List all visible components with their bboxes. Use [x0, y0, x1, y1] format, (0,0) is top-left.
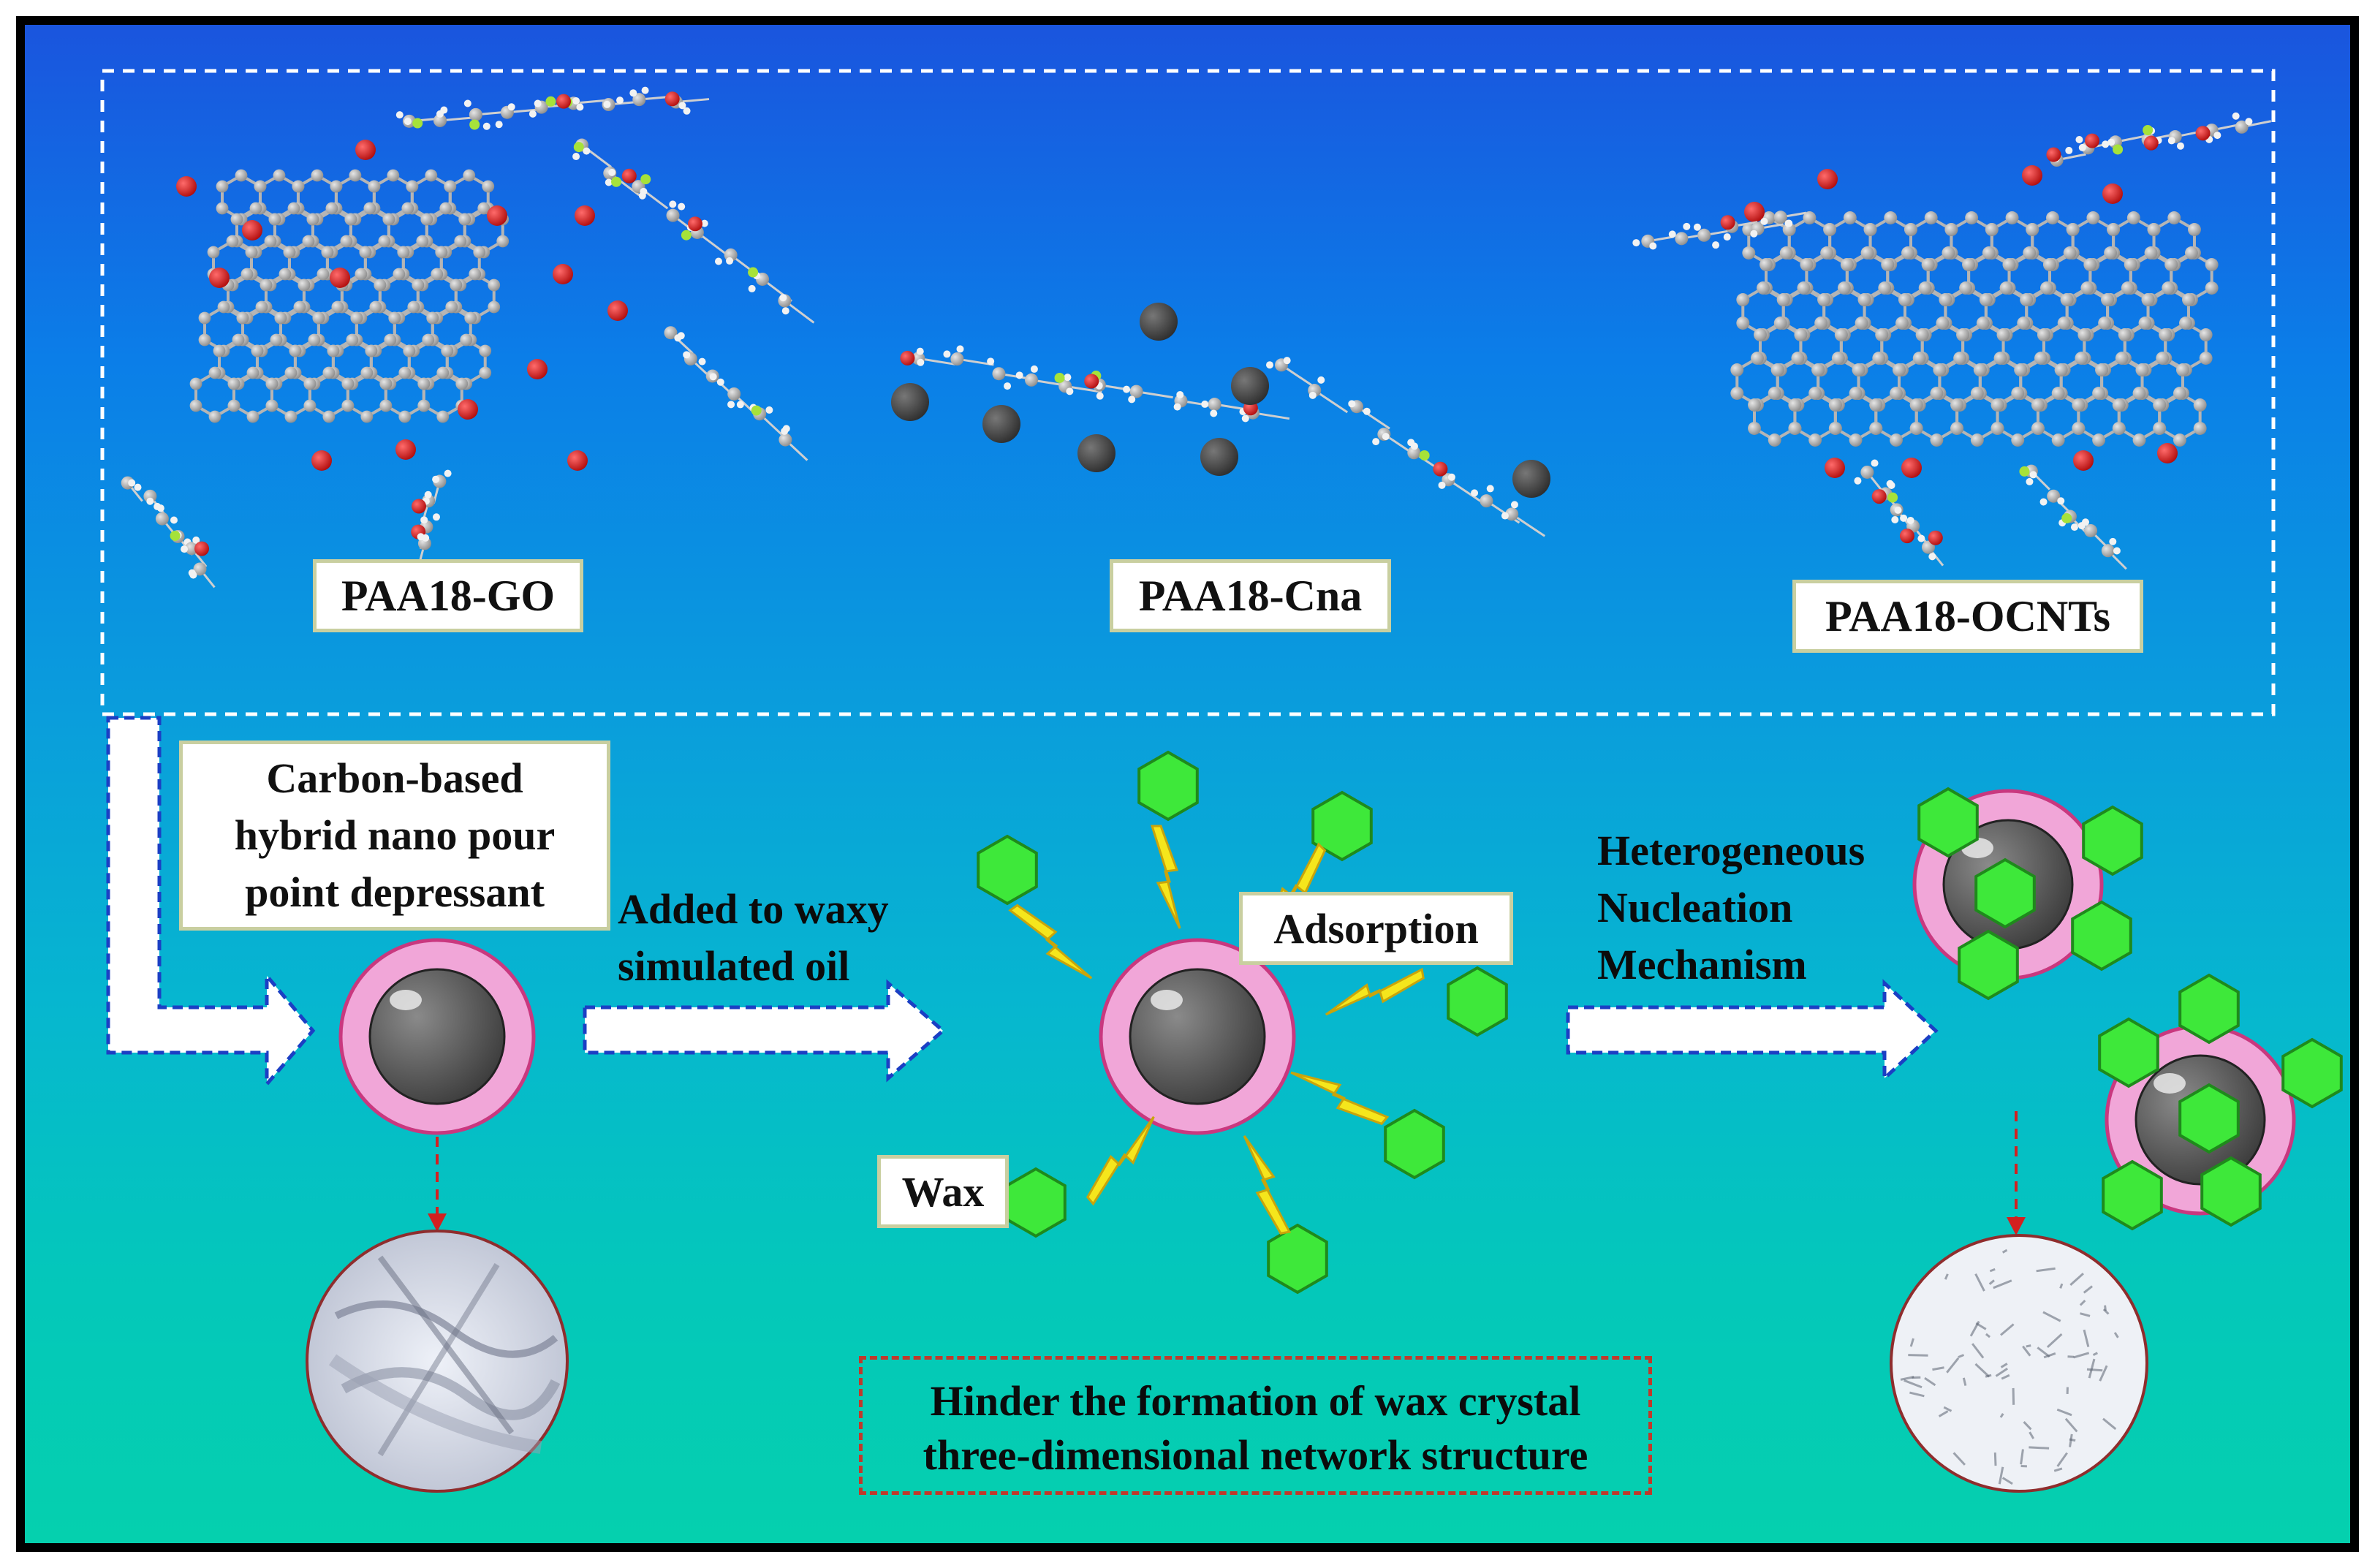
- bolt-1: [1150, 825, 1181, 929]
- connector-arrow: [106, 716, 316, 1089]
- conclusion-line2: three-dimensional network structure: [923, 1431, 1588, 1479]
- wax-hexagon-4: [1447, 966, 1508, 1037]
- mechanism-line1: Heterogeneous: [1597, 827, 1865, 874]
- attached-hexagon-10: [2102, 1159, 2163, 1231]
- wax-hexagon-5: [1384, 1108, 1445, 1180]
- label-depressant-line1: Carbon-based: [266, 754, 523, 802]
- attached-hexagon-7: [2098, 1017, 2159, 1088]
- attached-hexagon-2: [2082, 805, 2143, 876]
- bolt-6: [1086, 1116, 1155, 1206]
- wax-hexagon-3: [977, 834, 1038, 906]
- step-added-line2: simulated oil: [618, 942, 850, 990]
- label-paa18-go: PAA18-GO: [313, 559, 583, 632]
- paa18-ocnts-molecule: [1632, 112, 2271, 570]
- bolt-4: [1325, 967, 1425, 1016]
- wax-hexagon-7: [1267, 1223, 1328, 1295]
- attached-hexagon-8: [2281, 1037, 2343, 1109]
- added-arrow: [583, 979, 946, 1083]
- label-paa18-cna: PAA18-Cna: [1110, 559, 1391, 632]
- mechanism-text: Heterogeneous Nucleation Mechanism: [1597, 822, 1865, 993]
- step-added-line1: Added to waxy: [618, 885, 889, 933]
- nucleation-arrow: [1566, 979, 1939, 1083]
- wax-hexagon-1: [1137, 750, 1199, 822]
- nanoparticle-initial: [338, 938, 536, 1135]
- paa18-cna-molecule: [891, 303, 1550, 537]
- label-depressant-line3: point depressant: [245, 868, 545, 916]
- attached-hexagon-1: [1917, 787, 1979, 858]
- wax-hexagon-6: [1005, 1167, 1067, 1238]
- bolt-7: [1243, 1135, 1292, 1235]
- bolt-3: [1008, 904, 1093, 980]
- label-depressant: Carbon-based hybrid nano pour point depr…: [179, 741, 610, 931]
- attached-hexagon-6: [2178, 973, 2240, 1045]
- wax-hexagon-2: [1311, 790, 1373, 862]
- label-depressant-line2: hybrid nano pour: [234, 811, 556, 859]
- nanoparticle-adsorbing: [1099, 938, 1296, 1135]
- mechanism-line2: Nucleation: [1597, 884, 1793, 931]
- attached-hexagon-3: [1974, 857, 2036, 929]
- wax-crystal-photo-treated: [1890, 1234, 2148, 1493]
- wax-crystal-photo-untreated: [306, 1230, 569, 1493]
- attached-hexagon-5: [2071, 900, 2132, 972]
- molecule-panel-border: [100, 69, 2276, 716]
- step-added-text: Added to waxy simulated oil: [618, 881, 889, 995]
- paa18-go-molecule: [121, 86, 815, 612]
- attached-hexagon-9: [2178, 1083, 2240, 1154]
- bolt-5: [1290, 1071, 1390, 1126]
- label-paa18-ocnts: PAA18-OCNTs: [1792, 580, 2143, 653]
- attached-hexagon-4: [1958, 929, 2019, 1001]
- label-wax: Wax: [877, 1155, 1009, 1228]
- attached-hexagon-11: [2200, 1156, 2262, 1227]
- down-arrow-left-head: [428, 1213, 447, 1232]
- down-arrow-right-head: [2007, 1217, 2026, 1235]
- label-adsorption: Adsorption: [1239, 892, 1513, 965]
- mechanism-line3: Mechanism: [1597, 941, 1807, 988]
- conclusion-box: Hinder the formation of wax crystal thre…: [859, 1356, 1652, 1495]
- conclusion-line1: Hinder the formation of wax crystal: [930, 1377, 1581, 1425]
